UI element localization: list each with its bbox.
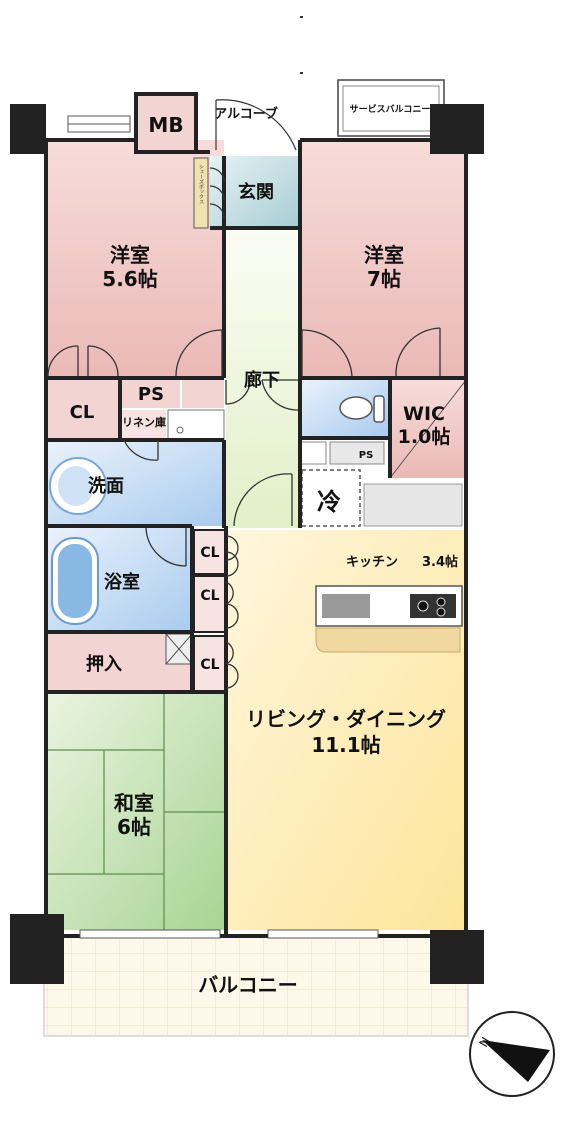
fridge-label: 冷 (317, 488, 341, 516)
wic-name: WIC (403, 403, 445, 425)
ps-upper (122, 380, 180, 408)
closet-2-label: CL (200, 588, 219, 604)
kitchen-size: 3.4帖 (422, 554, 458, 570)
japanese-name: 和室 (114, 791, 154, 815)
service-balcony-label: サービスバルコニー (350, 103, 431, 115)
corridor (226, 228, 300, 528)
corridor-label: 廊下 (244, 369, 280, 391)
mb-label: MB (148, 113, 183, 137)
wic-size: 1.0帖 (398, 425, 451, 448)
living-size: 11.1帖 (311, 733, 380, 757)
ps-kitchen-label: PS (359, 450, 374, 461)
closet-3-label: CL (200, 657, 219, 673)
kitchen-name: キッチン (346, 555, 398, 570)
living-name: リビング・ダイニング (246, 707, 446, 731)
western-right-size: 7帖 (367, 267, 401, 291)
closet-1-label: CL (200, 545, 219, 561)
western-room-right (300, 140, 466, 378)
shoebox-label: シューズボックス (198, 164, 204, 204)
ps-kitchen (329, 441, 385, 465)
japanese-size: 6帖 (117, 815, 151, 839)
north-arrow-icon: N (469, 1011, 555, 1097)
alcove-label: アルコーブ (214, 106, 278, 122)
genkan-label: 玄関 (238, 181, 274, 203)
shoebox (193, 157, 209, 229)
western-right-name: 洋室 (364, 243, 404, 267)
linen-label: リネン庫 (122, 415, 166, 429)
closet-upper-label: CL (70, 402, 95, 423)
balcony-area (43, 935, 469, 1037)
closet-upper (46, 380, 120, 440)
western-left-size: 5.6帖 (102, 267, 157, 291)
ps-upper-label: PS (138, 384, 164, 405)
bathroom-label: 浴室 (104, 571, 140, 593)
oshiire-label: 押入 (86, 653, 122, 675)
balcony-label: バルコニー (198, 973, 298, 997)
linen-closet (122, 410, 166, 440)
service-balcony: サービスバルコニー (337, 79, 445, 137)
mb-box (134, 92, 198, 154)
fridge (301, 469, 361, 527)
washroom-label: 洗面 (88, 475, 124, 497)
western-left-name: 洋室 (110, 243, 150, 267)
